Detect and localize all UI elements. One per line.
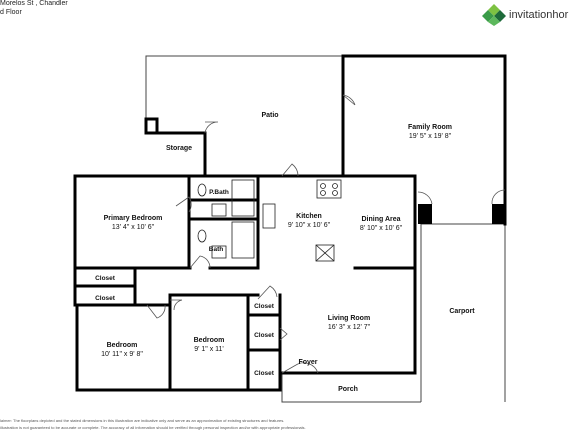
bedroom2-dimensions: 9' 1" x 11' [194, 346, 224, 353]
closet-label-5: Closet [254, 370, 275, 377]
living-room-dimensions: 16' 3" x 12' 7" [328, 324, 371, 331]
family-room-dimensions: 19' 5" x 19' 8" [409, 133, 452, 140]
family-room-walls [341, 54, 507, 226]
pbath-sink-icon [211, 203, 227, 217]
storage-door-swing [204, 121, 219, 134]
bedroom1-label: Bedroom [107, 342, 138, 349]
family-door-right-swing [491, 189, 506, 205]
carport-label: Carport [449, 308, 475, 315]
bedroom1-door-swing [146, 304, 166, 319]
primary-bedroom-label: Primary Bedroom [104, 215, 163, 222]
storage-label: Storage [166, 145, 192, 152]
kitchen-door-swing [281, 163, 299, 177]
hall-door-swing [257, 285, 278, 300]
foyer-label: Foyer [298, 359, 317, 366]
porch-label: Porch [338, 386, 358, 393]
dining-area-dimensions: 8' 10" x 10' 6" [360, 225, 403, 232]
closet-label-3: Closet [254, 303, 275, 310]
fridge-icon [315, 244, 335, 262]
brand-name: invitationhor [509, 9, 569, 21]
living-closet-swing [279, 327, 288, 341]
brand-logo: invitationhor [482, 4, 568, 26]
pbath-toilet-icon [197, 183, 207, 197]
bath-sink-icon [211, 245, 227, 259]
bath-toilet-icon [197, 229, 207, 243]
pbath-label: P.Bath [209, 189, 229, 196]
property-address: Morelos St , Chandler [0, 0, 68, 7]
bedroom2-label: Bedroom [194, 337, 225, 344]
bath-label: Bath [209, 246, 223, 253]
dining-area-label: Dining Area [361, 216, 400, 223]
column-left [418, 204, 432, 224]
family-room-door-swing [342, 94, 356, 106]
living-room-label: Living Room [328, 315, 370, 322]
patio-label: Patio [261, 112, 278, 119]
disclaimer-line-2: illustration is not guaranteed to be acc… [0, 425, 306, 430]
bath-door-swing [189, 255, 211, 269]
bedroom1-dimensions: 10' 11" x 9' 8" [101, 351, 143, 358]
floor-label: d Floor [0, 9, 22, 16]
column-right [492, 204, 505, 224]
kitchen-dimensions: 9' 10" x 10' 6" [288, 222, 331, 229]
sink-icon [262, 203, 276, 229]
closet-label-1: Closet [95, 275, 116, 282]
bath-tub-icon [231, 221, 255, 259]
family-door-left-swing [417, 191, 433, 205]
closet-label-2: Closet [95, 295, 116, 302]
family-room-label: Family Room [408, 124, 452, 131]
disclaimer-line-1: laimer: The floorplans depicted and the … [0, 418, 285, 423]
patio-outline [145, 55, 343, 119]
stove-icon [316, 179, 342, 199]
primary-door-swing [175, 196, 192, 213]
bedroom2-door-swing [170, 299, 183, 311]
closet-label-4: Closet [254, 332, 275, 339]
primary-bedroom-dimensions: 13' 4" x 10' 6" [112, 224, 155, 231]
porch-outline [281, 373, 421, 403]
kitchen-label: Kitchen [296, 213, 322, 220]
pbath-shower-icon [231, 179, 255, 217]
brand-diamond-icon [482, 4, 506, 26]
entry-door-swing [281, 362, 319, 374]
